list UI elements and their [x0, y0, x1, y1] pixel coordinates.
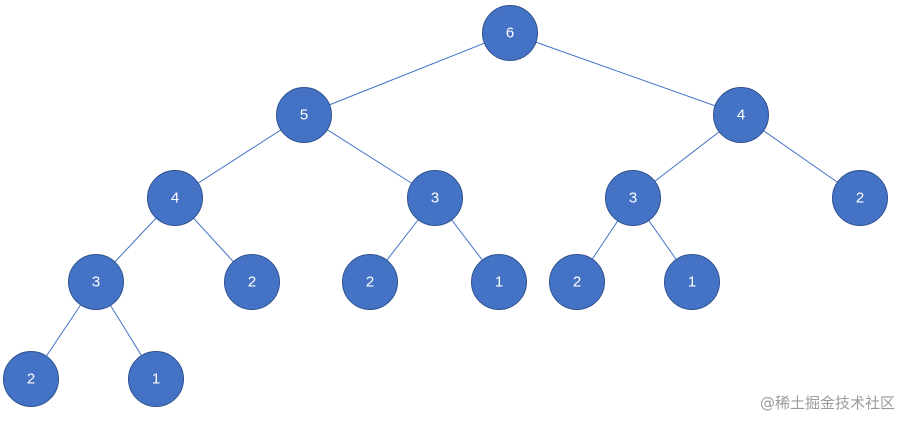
tree-node-circle	[147, 170, 203, 226]
tree-node-lrl: 2	[342, 254, 398, 310]
tree-node-circle	[224, 254, 280, 310]
tree-node-label: 6	[506, 25, 514, 42]
tree-node-label: 4	[737, 107, 745, 124]
tree-node-label: 5	[300, 107, 308, 124]
tree-node-label: 4	[171, 190, 179, 207]
tree-node-label: 1	[688, 274, 696, 291]
tree-node-circle	[128, 351, 184, 407]
tree-node-circle	[605, 170, 661, 226]
tree-node-label: 2	[856, 190, 864, 207]
tree-node-circle	[482, 5, 538, 61]
tree-node-label: 1	[495, 274, 503, 291]
watermark: @稀土掘金技术社区	[759, 394, 895, 412]
tree-node-lll: 3	[68, 254, 124, 310]
tree-node-rl: 3	[605, 170, 661, 226]
tree-node-lllr: 1	[128, 351, 184, 407]
tree-node-llr: 2	[224, 254, 280, 310]
tree-node-circle	[276, 87, 332, 143]
tree-node-circle	[407, 170, 463, 226]
tree-node-circle	[549, 254, 605, 310]
tree-node-label: 1	[152, 371, 160, 388]
tree-node-circle	[342, 254, 398, 310]
tree-node-rr: 2	[832, 170, 888, 226]
tree-edge-root-l	[303, 32, 511, 116]
tree-nodes: 6 5 4 4 3 3 2 3 2 2 1 2 1 2 1	[3, 5, 888, 407]
tree-node-label: 2	[27, 371, 35, 388]
tree-node-label: 2	[573, 274, 581, 291]
tree-node-lrr: 1	[471, 254, 527, 310]
tree-node-root: 6	[482, 5, 538, 61]
tree-node-rll: 2	[549, 254, 605, 310]
tree-node-label: 3	[92, 274, 100, 291]
tree-edge-root-r	[509, 32, 742, 116]
tree-node-label: 3	[431, 190, 439, 207]
tree-node-circle	[713, 87, 769, 143]
tree-node-circle	[471, 254, 527, 310]
tree-node-ll: 4	[147, 170, 203, 226]
tree-node-l: 5	[276, 87, 332, 143]
tree-node-label: 2	[366, 274, 374, 291]
tree-node-label: 2	[248, 274, 256, 291]
tree-node-rlr: 1	[664, 254, 720, 310]
tree-node-label: 3	[629, 190, 637, 207]
tree-node-llll: 2	[3, 351, 59, 407]
tree-node-circle	[832, 170, 888, 226]
tree-node-r: 4	[713, 87, 769, 143]
tree-node-circle	[3, 351, 59, 407]
tree-node-circle	[68, 254, 124, 310]
tree-node-circle	[664, 254, 720, 310]
tree-node-lr: 3	[407, 170, 463, 226]
